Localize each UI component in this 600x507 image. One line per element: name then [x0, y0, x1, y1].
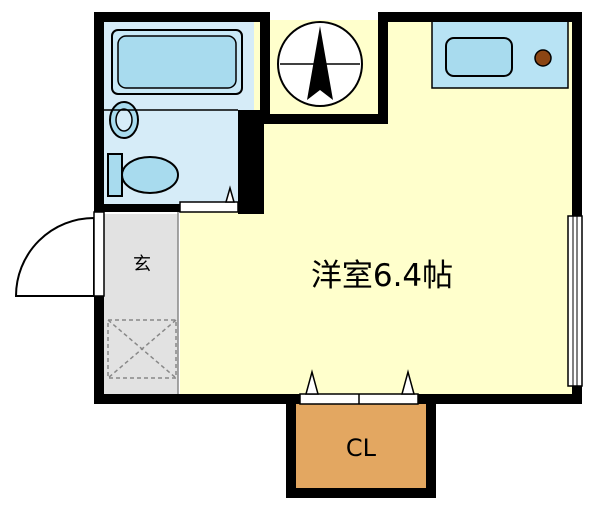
entrance-door — [93, 211, 105, 297]
washbasin-bowl — [115, 108, 133, 132]
kitchen-sink — [445, 37, 513, 77]
north-arrow-icon — [277, 21, 363, 107]
closet-floor — [294, 402, 428, 492]
shoe-box-diagonal-2 — [107, 319, 177, 379]
right-window — [567, 215, 583, 387]
bathroom-door — [179, 201, 239, 213]
upper-room-extension — [262, 112, 392, 222]
bathroom-door-marker — [225, 185, 235, 203]
closet-door-marker-left — [305, 369, 319, 395]
entrance-label: 玄 — [133, 254, 151, 275]
main-room-label: 洋室6.4帖 — [311, 258, 453, 294]
toilet-tank — [107, 153, 123, 197]
entrance-door-swing — [14, 216, 95, 297]
closet-label: CL — [346, 434, 377, 462]
toilet-bowl — [121, 156, 179, 194]
entrance-floor — [102, 214, 178, 394]
kitchen-counter-outline — [431, 17, 569, 89]
bathtub-basin — [117, 35, 237, 89]
stove-knob — [534, 49, 552, 67]
closet-door-marker-right — [401, 369, 415, 395]
walls — [94, 12, 582, 498]
